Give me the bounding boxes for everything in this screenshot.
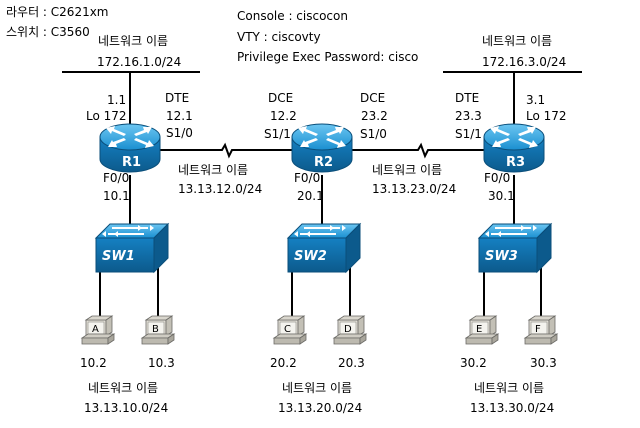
pc-d-letter: D	[344, 324, 352, 335]
wan2-net: 13.13.23.0/24	[372, 182, 456, 196]
r3-lo-host: 3.1	[526, 93, 545, 107]
r1-lo-host: 1.1	[107, 93, 126, 107]
r3-lo-name: Lo 172	[526, 109, 567, 123]
router-r3-label: R3	[506, 155, 525, 170]
wan1-label: 네트워크 이름	[178, 163, 248, 177]
pc-f-letter: F	[535, 324, 541, 335]
r2-right-role: DCE	[360, 91, 385, 105]
pc-e-ip: 30.2	[460, 356, 487, 370]
switch-sw1-label: SW1	[102, 249, 135, 264]
r2-left-role: DCE	[268, 91, 293, 105]
switch-sw2-label: SW2	[294, 249, 327, 264]
lan3-net: 13.13.30.0/24	[470, 401, 554, 415]
r2-f-host: 20.1	[297, 189, 324, 203]
pc-d[interactable]: D	[333, 315, 367, 345]
pc-e[interactable]: E	[465, 315, 499, 345]
wan1-net: 13.13.12.0/24	[178, 182, 262, 196]
router-r2-label: R2	[314, 155, 333, 170]
r2-right-if: S1/0	[360, 127, 387, 141]
pc-b-ip: 10.3	[148, 356, 175, 370]
r1-f-if: F0/0	[103, 171, 129, 185]
pc-f-ip: 30.3	[530, 356, 557, 370]
switch-sw3-label: SW3	[485, 249, 518, 264]
switch-sw1[interactable]: SW1	[95, 223, 169, 273]
r1-lan-net: 172.16.1.0/24	[97, 55, 181, 69]
r1-lan-label: 네트워크 이름	[98, 34, 168, 48]
r3-lan-label: 네트워크 이름	[482, 34, 552, 48]
r1-serial-role: DTE	[165, 91, 189, 105]
pc-b[interactable]: B	[141, 315, 175, 345]
r3-serial-host: 23.3	[455, 109, 482, 123]
password-vty: VTY : ciscovty	[237, 30, 321, 44]
serial-link-r2-r3	[352, 142, 484, 159]
password-exec: Privilege Exec Password: cisco	[237, 50, 418, 64]
r2-f-if: F0/0	[294, 171, 320, 185]
pc-e-letter: E	[476, 324, 482, 335]
pc-a-letter: A	[92, 324, 99, 335]
router-r1-label: R1	[122, 155, 141, 170]
router-r3[interactable]: R3	[483, 123, 545, 173]
switch-sw2[interactable]: SW2	[287, 223, 361, 273]
pc-f[interactable]: F	[524, 315, 558, 345]
r1-lo-name: Lo 172	[86, 109, 127, 123]
lan1-net: 13.13.10.0/24	[84, 401, 168, 415]
r2-left-host: 12.2	[270, 109, 297, 123]
cables	[62, 71, 582, 318]
r2-left-if: S1/1	[264, 127, 291, 141]
pc-a[interactable]: A	[81, 315, 115, 345]
r3-f-if: F0/0	[484, 171, 510, 185]
legend-router: 라우터 : C2621xm	[6, 5, 109, 19]
wan2-label: 네트워크 이름	[372, 163, 442, 177]
r1-serial-if: S1/0	[166, 126, 193, 140]
r3-f-host: 30.1	[488, 189, 515, 203]
pc-c-ip: 20.2	[270, 356, 297, 370]
pc-c-letter: C	[284, 324, 291, 335]
lan3-label: 네트워크 이름	[474, 381, 544, 395]
serial-link-r1-r2	[158, 142, 292, 159]
legend-switch: 스위치 : C3560	[6, 25, 90, 39]
lan1-label: 네트워크 이름	[88, 381, 158, 395]
pc-b-letter: B	[152, 324, 159, 335]
pc-c[interactable]: C	[273, 315, 307, 345]
router-r1[interactable]: R1	[99, 123, 161, 173]
pc-d-ip: 20.3	[338, 356, 365, 370]
switch-sw3[interactable]: SW3	[478, 223, 552, 273]
r1-serial-host: 12.1	[166, 109, 193, 123]
router-r2[interactable]: R2	[291, 123, 353, 173]
r1-f-host: 10.1	[103, 189, 130, 203]
password-console: Console : ciscocon	[237, 9, 348, 23]
r2-right-host: 23.2	[361, 109, 388, 123]
lan2-label: 네트워크 이름	[282, 381, 352, 395]
r3-lan-net: 172.16.3.0/24	[482, 55, 566, 69]
lan2-net: 13.13.20.0/24	[278, 401, 362, 415]
r3-serial-role: DTE	[455, 91, 479, 105]
pc-a-ip: 10.2	[80, 356, 107, 370]
r3-serial-if: S1/1	[455, 127, 482, 141]
